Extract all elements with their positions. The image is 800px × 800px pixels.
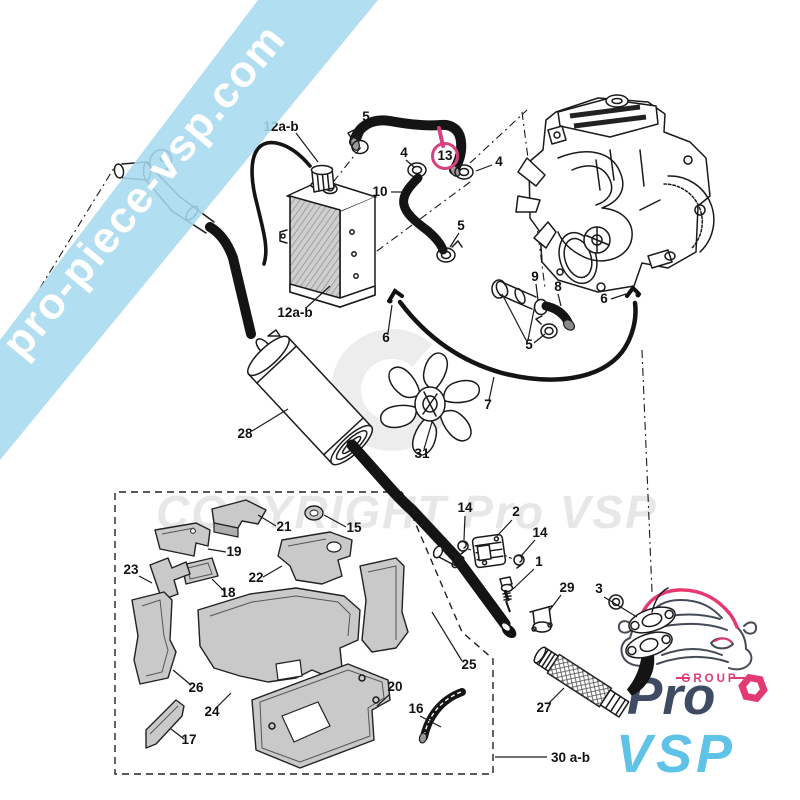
- part-label-6: 6: [382, 330, 390, 345]
- part-label-22: 22: [248, 570, 263, 585]
- mat-26: [131, 591, 177, 685]
- water-pump-pipe-group: [491, 279, 576, 339]
- part-label-17: 17: [181, 732, 196, 747]
- part-label-6: 6: [600, 291, 608, 306]
- part-label-16: 16: [408, 701, 424, 716]
- part-label-26: 26: [188, 680, 204, 695]
- flex-pipe-and-flanges: [418, 587, 676, 744]
- part-label-2: 2: [512, 504, 520, 519]
- part-label-20: 20: [387, 679, 402, 694]
- logo-brand-line2: VSP: [616, 724, 736, 784]
- part-label-28: 28: [237, 426, 253, 441]
- clamp-29: [529, 605, 553, 633]
- part-label-31: 31: [414, 446, 430, 461]
- rubber-mount-2: [471, 533, 507, 569]
- clamp-4b: [454, 164, 474, 180]
- part-label-21: 21: [276, 519, 292, 534]
- ribbon-band: [0, 0, 378, 460]
- part-label-14: 14: [457, 500, 473, 515]
- overflow-line-7: [387, 284, 641, 382]
- part-label-30a-b: 30 a-b: [551, 750, 590, 765]
- part-label-5: 5: [362, 109, 370, 124]
- logo-group-label: GROUP: [681, 673, 738, 685]
- exhaust-inlet-tip: [113, 163, 125, 179]
- mat-side: [359, 557, 409, 653]
- radiator-12ab: [250, 140, 377, 309]
- part-label-13: 13: [437, 148, 453, 163]
- part-label-18: 18: [220, 585, 236, 600]
- mount-hardware: [457, 533, 553, 633]
- part-label-9: 9: [531, 269, 539, 284]
- flex-hose-27: [533, 646, 630, 718]
- mat-22: [277, 531, 353, 585]
- part-label-7: 7: [484, 397, 492, 412]
- mat-19: [154, 522, 211, 557]
- part-label-29: 29: [559, 580, 574, 595]
- part-label-8: 8: [554, 279, 562, 294]
- part-label-24: 24: [204, 704, 220, 719]
- insulation-mats: [131, 499, 409, 769]
- exploded-view-drawing: [39, 94, 715, 775]
- part-label-14: 14: [532, 525, 548, 540]
- part-label-4: 4: [495, 154, 503, 169]
- car-roof-accent: [639, 588, 739, 629]
- radiator-hoses: [347, 115, 474, 263]
- part-label-5: 5: [525, 337, 533, 352]
- oil-cap: [605, 94, 629, 108]
- provsp-logo: GROUP Pro VSP: [616, 588, 768, 784]
- part-label-15: 15: [346, 520, 362, 535]
- exhaust-flange-a: [628, 606, 676, 634]
- exhaust-assembly: [113, 148, 517, 639]
- bolt-1: [499, 576, 513, 587]
- part-label-27: 27: [536, 700, 551, 715]
- part-label-4: 4: [400, 145, 408, 160]
- clamp-5c: [540, 323, 558, 339]
- part-label-19: 19: [226, 544, 241, 559]
- part-label-23: 23: [123, 562, 139, 577]
- exhaust-flange-b: [625, 631, 673, 659]
- fan-31: [379, 352, 481, 456]
- part-label-10: 10: [372, 184, 387, 199]
- leader-lines: [138, 124, 638, 758]
- part-label-3: 3: [595, 581, 603, 596]
- highlight-13: [431, 126, 459, 170]
- engine-illustration: [515, 94, 715, 293]
- clamp-5b: [436, 247, 456, 263]
- hose-16: [420, 688, 466, 741]
- mat-17: [145, 699, 185, 749]
- part-label-25: 25: [461, 657, 477, 672]
- upper-hose-13: [349, 115, 467, 175]
- part-label-12a-b: 12a-b: [277, 305, 312, 320]
- part-label-1: 1: [535, 554, 543, 569]
- part-label-5: 5: [457, 218, 465, 233]
